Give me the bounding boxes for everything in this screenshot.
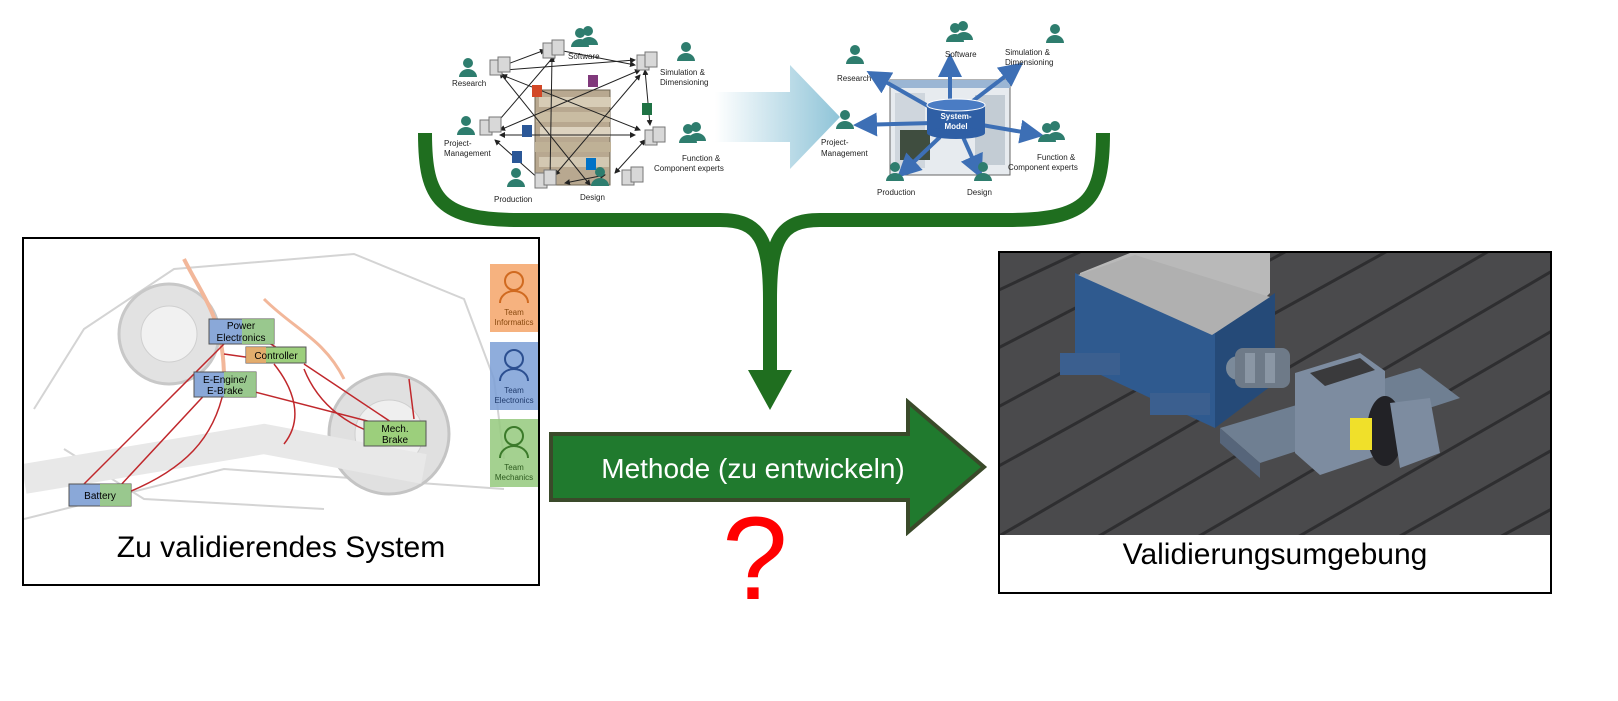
role-label: Dimensioning [660, 78, 708, 87]
svg-text:Informatics: Informatics [494, 318, 533, 327]
brake-stand-icon [1220, 353, 1460, 478]
system-under-validation-panel: Power Electronics Controller E-Engine/ E… [22, 237, 540, 586]
excel-icon [642, 103, 652, 115]
system-model-label: Model [944, 122, 967, 131]
method-label: Methode (zu entwickeln) [601, 453, 904, 484]
role-label: Software [945, 50, 977, 59]
system-model-icon: System- Model [926, 98, 986, 139]
role-label: Project- [444, 139, 472, 148]
role-label: Management [821, 149, 868, 158]
role-label: Component experts [654, 164, 724, 173]
team-informatics-card: Team Informatics [490, 264, 538, 332]
team-electronics-card: Team Electronics [490, 342, 538, 410]
mech-brake-block: Mech. Brake [363, 420, 427, 447]
question-mark: ? [722, 493, 788, 625]
role-label: Component experts [1008, 163, 1078, 172]
svg-text:Team: Team [504, 308, 524, 317]
validation-environment-panel: Validierungsumgebung [998, 251, 1552, 594]
svg-text:E-Engine/: E-Engine/ [203, 375, 247, 386]
team-mechanics-card: Team Mechanics [490, 419, 538, 487]
svg-text:Electronics: Electronics [217, 333, 266, 344]
role-label: Management [444, 149, 491, 158]
system-caption: Zu validierendes System [116, 531, 446, 564]
svg-text:E-Brake: E-Brake [207, 386, 244, 397]
power-electronics-block: Power Electronics [208, 318, 275, 345]
brake-caliper-icon [1350, 418, 1372, 450]
outlook-icon [586, 158, 596, 170]
powerpoint-icon [532, 85, 542, 97]
role-label: Production [877, 188, 915, 197]
test-bench-image [1000, 253, 1550, 535]
svg-text:Team: Team [504, 463, 524, 472]
role-label: Design [967, 188, 992, 197]
role-label: Production [494, 195, 532, 204]
svg-text:Mech.: Mech. [381, 424, 408, 435]
collaboration-after-diagram: System- Model Research Software Simulati… [821, 21, 1078, 197]
method-arrow: Methode (zu entwickeln) [549, 398, 988, 536]
onenote-icon [588, 75, 598, 87]
word-icon [522, 125, 532, 137]
e-engine-block: E-Engine/ E-Brake [193, 371, 257, 398]
svg-text:Brake: Brake [382, 435, 409, 446]
system-model-label: System- [940, 112, 971, 121]
role-label: Research [452, 79, 486, 88]
role-label: Research [837, 74, 871, 83]
environment-caption: Validierungsumgebung [1122, 538, 1428, 571]
role-label: Design [580, 193, 605, 202]
role-label: Simulation & [1005, 48, 1051, 57]
role-label: Software [568, 52, 600, 61]
role-label: Project- [821, 138, 849, 147]
word-icon [512, 151, 522, 163]
vehicle-architecture-image: Power Electronics Controller E-Engine/ E… [24, 252, 538, 520]
shaft-coupling-icon [1235, 348, 1290, 388]
svg-text:Controller: Controller [254, 351, 298, 362]
svg-text:Electronics: Electronics [494, 396, 533, 405]
role-label: Simulation & [660, 68, 706, 77]
svg-text:Mechanics: Mechanics [495, 473, 533, 482]
electric-motor-icon [1060, 253, 1275, 428]
svg-text:Battery: Battery [84, 491, 116, 502]
battery-block: Battery [68, 483, 132, 507]
role-label: Dimensioning [1005, 58, 1053, 67]
role-label: Function & [1037, 153, 1076, 162]
collaboration-before-diagram: Research Software Simulation & Dimension… [444, 26, 724, 204]
controller-block: Controller [245, 346, 307, 364]
svg-text:Power: Power [227, 321, 256, 332]
svg-text:Team: Team [504, 386, 524, 395]
